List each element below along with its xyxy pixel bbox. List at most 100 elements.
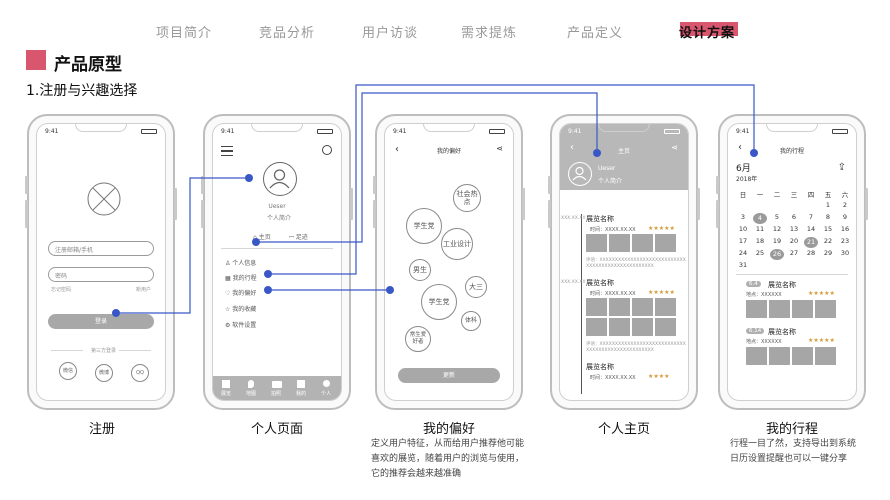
calendar-day[interactable]: 14	[806, 225, 816, 233]
menu-item-preference[interactable]: ♡ 我的偏好	[225, 288, 256, 297]
nav-item-definition[interactable]: 产品定义	[567, 26, 624, 41]
export-share-icon[interactable]: ⇪	[837, 162, 846, 173]
calendar-day[interactable]: 21	[804, 237, 818, 248]
back-icon[interactable]: ‹	[738, 142, 742, 153]
new-user-link[interactable]: 新用户	[135, 287, 151, 293]
exhibit-name[interactable]: 展览名称	[586, 279, 614, 287]
connector-dot-home	[252, 238, 260, 246]
event-name[interactable]: 展览名称	[768, 281, 796, 289]
calendar-day[interactable]: 26	[770, 249, 784, 260]
calendar-day[interactable]: 10	[738, 225, 748, 233]
calendar-day[interactable]: 9	[842, 213, 848, 221]
event-place: 地点：XXXXXX	[746, 339, 782, 345]
calendar-day[interactable]: 3	[740, 213, 746, 221]
exhibit-name[interactable]: 展览名称	[586, 215, 614, 223]
menu-item-preference-label: 我的偏好	[232, 290, 257, 297]
calendar-day[interactable]: 18	[755, 237, 765, 245]
back-icon[interactable]: ‹	[570, 142, 574, 153]
nav-item-intro[interactable]: 项目简介	[156, 26, 213, 41]
menu-item-favorite[interactable]: ☆ 我的收藏	[225, 304, 256, 313]
calendar-day[interactable]: 19	[772, 237, 782, 245]
calendar-day[interactable]: 11	[755, 225, 765, 233]
forgot-password-link[interactable]: 忘记密码	[51, 287, 72, 293]
bottom-tab-bar: 展览 地图 拍照 我的 个人	[213, 376, 341, 400]
tab-personal[interactable]: 个人	[321, 391, 332, 397]
calendar-day[interactable]: 8	[825, 213, 831, 221]
weekday: 日	[739, 191, 747, 199]
login-button[interactable]: 登录	[48, 314, 154, 329]
status-time: 9:41	[736, 128, 750, 135]
calendar-day[interactable]: 22	[823, 237, 833, 245]
nav-item-design[interactable]: 设计方案	[679, 26, 736, 41]
share-icon[interactable]: ⋖	[496, 144, 503, 153]
tab-home[interactable]: ⌂ 主页	[253, 232, 271, 241]
search-icon[interactable]	[322, 145, 332, 155]
calendar-day[interactable]: 7	[808, 213, 814, 221]
calendar-day[interactable]: 30	[840, 249, 850, 257]
calendar-day[interactable]: 27	[789, 249, 799, 257]
tab-exhibit[interactable]: 展览	[221, 391, 232, 397]
preference-desc-line: 它的推荐会越来越准确	[371, 469, 462, 479]
tab-personal-icon	[323, 380, 330, 387]
qq-login-icon[interactable]: QQ	[131, 364, 149, 382]
share-icon[interactable]: ⋖	[671, 143, 678, 152]
weibo-login-icon[interactable]: 微博	[95, 364, 113, 382]
tab-footprint[interactable]: ꟷ 足迹	[289, 232, 308, 241]
weekday: 二	[773, 191, 781, 199]
tag-bubble-lover[interactable]: 常生爱好者	[405, 326, 431, 352]
menu-icon[interactable]	[221, 146, 233, 156]
tab-camera[interactable]: 拍照	[271, 391, 282, 397]
battery-icon	[664, 129, 680, 134]
email-input[interactable]: 注册邮箱/手机	[48, 241, 154, 256]
calendar-day[interactable]: 28	[806, 249, 816, 257]
itinerary-desc-line: 行程一目了然，支持导出到系统	[730, 439, 857, 449]
menu-item-settings[interactable]: ⚙ 软件设置	[225, 320, 256, 329]
calendar-day[interactable]: 13	[789, 225, 799, 233]
preference-screen: 9:41 ‹ 我的偏好 ⋖ 社会热点 学生党 工业设计 男生 大三 学生党 体科…	[384, 123, 514, 401]
calendar-day[interactable]: 17	[738, 237, 748, 245]
calendar-day[interactable]: 29	[823, 249, 833, 257]
back-icon[interactable]: ‹	[395, 144, 399, 155]
password-input[interactable]: 密码	[48, 267, 154, 282]
calendar-day[interactable]: 4	[753, 213, 767, 224]
tag-bubble-sport[interactable]: 体科	[461, 311, 481, 331]
tag-bubble-design[interactable]: 工业设计	[441, 228, 473, 260]
calendar-day[interactable]: 15	[823, 225, 833, 233]
calendar-day[interactable]: 24	[738, 249, 748, 257]
calendar-day[interactable]: 12	[772, 225, 782, 233]
update-button[interactable]: 更新	[398, 368, 500, 383]
nav-item-interview[interactable]: 用户访谈	[362, 26, 419, 41]
tag-bubble-male[interactable]: 男生	[409, 259, 431, 281]
calendar-day[interactable]: 23	[840, 237, 850, 245]
wechat-login-icon[interactable]: 微信	[59, 362, 77, 380]
profile-intro: 个人简介	[267, 215, 292, 222]
connector-dot-itinerary-screen	[750, 149, 758, 157]
calendar-day[interactable]: 6	[791, 213, 797, 221]
menu-item-trip[interactable]: ▦ 我的行程	[225, 273, 257, 282]
calendar-day[interactable]: 31	[738, 261, 748, 269]
tab-mine[interactable]: 我的	[296, 391, 307, 397]
event-name[interactable]: 展览名称	[768, 328, 796, 336]
avatar[interactable]	[263, 162, 297, 196]
calendar-day[interactable]: 1	[825, 201, 831, 209]
nav-item-competitor[interactable]: 竞品分析	[259, 26, 316, 41]
tag-bubble-student-2[interactable]: 学生党	[421, 284, 457, 320]
exhibit-comment: 评语：XXXXXXXXXXXXXXXXXXXXXXXXXXXXXXXXXXXXX…	[586, 258, 686, 269]
calendar-day[interactable]: 25	[755, 249, 765, 257]
calendar-day[interactable]: 2	[842, 201, 848, 209]
tag-bubble-junior[interactable]: 大三	[465, 276, 487, 298]
calendar-day[interactable]: 5	[774, 213, 780, 221]
menu-item-info[interactable]: ♙ 个人信息	[225, 258, 256, 267]
calendar-day[interactable]: 16	[840, 225, 850, 233]
tag-bubble-hot[interactable]: 社会热点	[453, 184, 481, 212]
calendar-day[interactable]: 20	[789, 237, 799, 245]
avatar[interactable]	[568, 162, 592, 186]
exhibit-name[interactable]: 展览名称	[586, 363, 614, 371]
tag-bubble-student[interactable]: 学生党	[406, 208, 442, 244]
tab-map[interactable]: 地图	[246, 391, 257, 397]
nav-item-requirements[interactable]: 需求提炼	[461, 26, 518, 41]
status-time: 9:41	[568, 128, 582, 135]
phone-preference: 9:41 ‹ 我的偏好 ⋖ 社会热点 学生党 工业设计 男生 大三 学生党 体科…	[373, 114, 525, 410]
